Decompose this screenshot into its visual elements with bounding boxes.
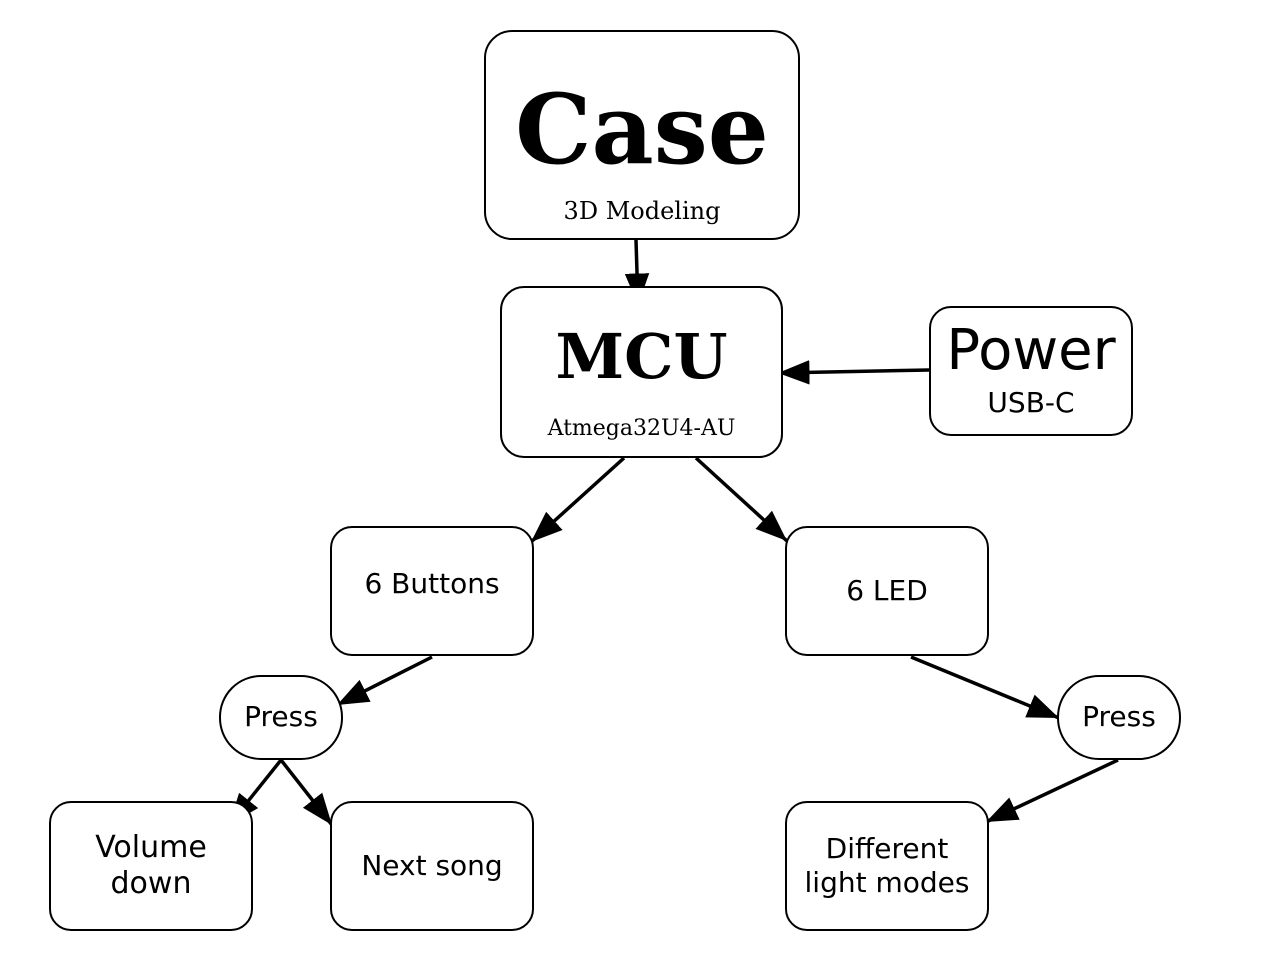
edge-press-right-to-modes	[985, 758, 1119, 824]
mcu-subtitle: Atmega32U4-AU	[547, 416, 736, 441]
edge-mcu-to-buttons	[529, 456, 626, 544]
led-title: 6 LED	[846, 573, 928, 607]
mcu-node: MCU Atmega32U4-AU	[500, 286, 783, 458]
modes-line1: Different	[825, 832, 949, 866]
modes-line2: light modes	[804, 866, 970, 899]
volume-line2: down	[110, 866, 192, 901]
volume-down-node: Volume down	[49, 801, 253, 931]
case-subtitle: 3D Modeling	[563, 197, 721, 225]
edge-buttons-to-press-left	[336, 655, 433, 707]
buttons-node: 6 Buttons	[330, 526, 534, 656]
edge-press-left-to-next	[279, 758, 334, 827]
edge-power-to-mcu	[777, 360, 930, 385]
press-right-node: Press	[1057, 675, 1181, 760]
edge-led-to-press-right	[910, 655, 1060, 720]
led-node: 6 LED	[785, 526, 989, 656]
case-title: Case	[515, 73, 769, 186]
volume-line1: Volume	[95, 830, 207, 865]
mcu-title: MCU	[555, 320, 728, 393]
press-right-title: Press	[1082, 700, 1156, 734]
power-title: Power	[946, 317, 1116, 383]
edge-mcu-to-led	[694, 456, 789, 543]
power-subtitle: USB-C	[987, 385, 1075, 419]
light-modes-node: Different light modes	[785, 801, 989, 931]
power-node: Power USB-C	[929, 306, 1133, 436]
press-left-node: Press	[219, 675, 343, 760]
next-song-title: Next song	[361, 848, 503, 882]
case-node: Case 3D Modeling	[484, 30, 800, 240]
buttons-title: 6 Buttons	[364, 567, 500, 600]
press-left-title: Press	[244, 700, 318, 734]
next-song-node: Next song	[330, 801, 534, 931]
